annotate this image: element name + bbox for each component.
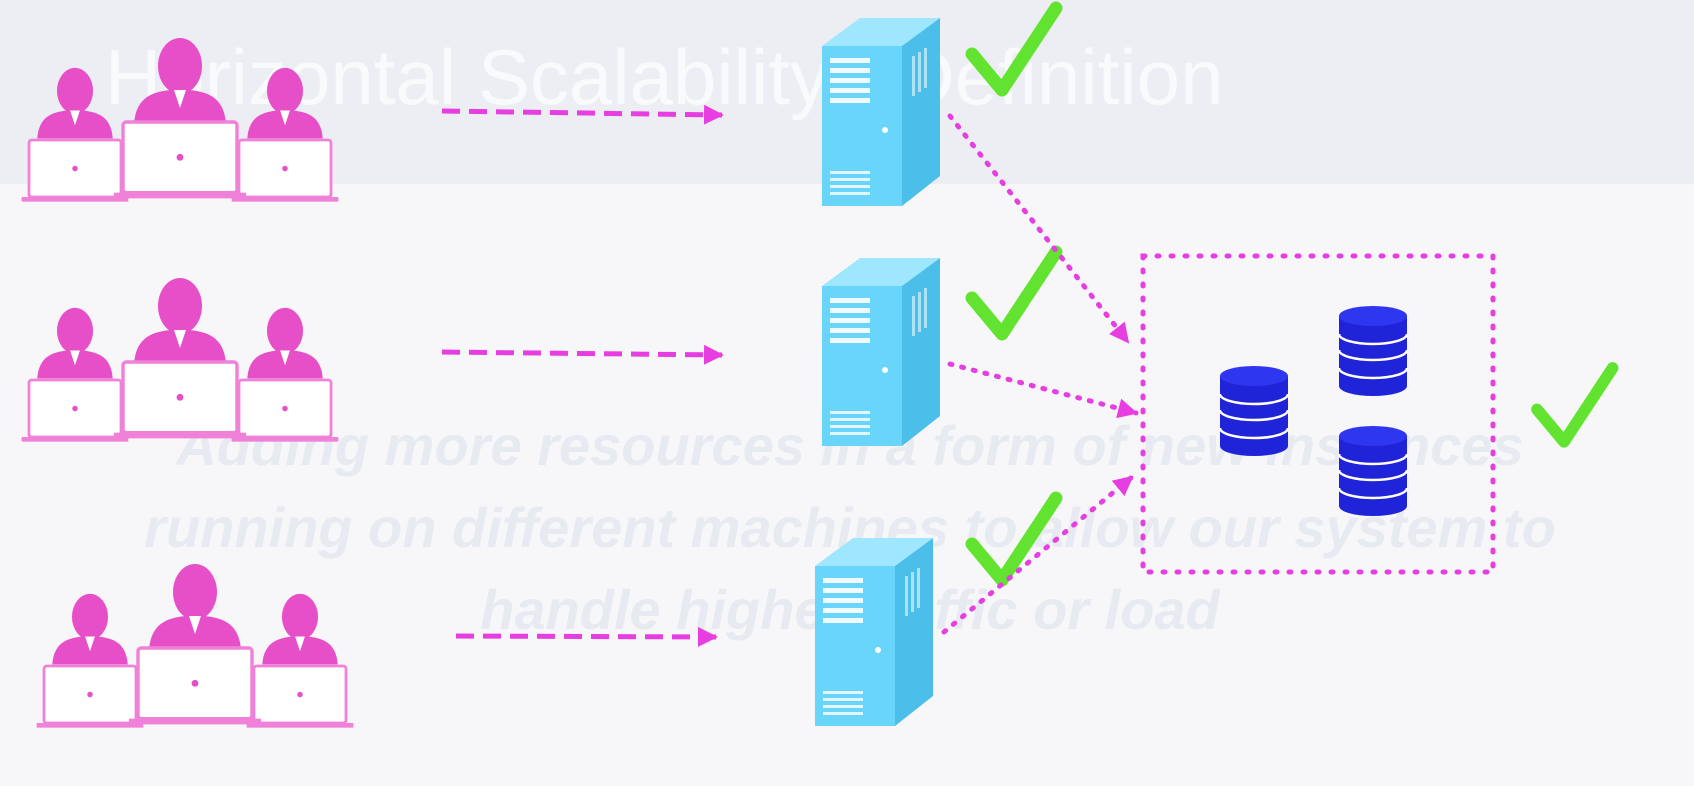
checkmark-icon [972, 498, 1056, 580]
database-icon [1218, 364, 1290, 458]
server-icon [822, 18, 940, 206]
server-icon [815, 538, 933, 726]
db-connection-arrow [947, 113, 1131, 345]
user-group-icon [22, 278, 339, 442]
database-cluster-frame [1140, 253, 1496, 575]
checkmark-icon [972, 8, 1056, 90]
checkmark-icon [972, 252, 1056, 334]
server-icon [822, 258, 940, 446]
checkmark-icon [1537, 368, 1613, 442]
db-connection-arrow [947, 361, 1139, 419]
db-connection-arrow [941, 474, 1135, 635]
database-icon [1337, 304, 1409, 398]
user-group-icon [37, 564, 354, 728]
request-arrow [455, 626, 718, 647]
request-arrow [441, 344, 724, 365]
database-icon [1337, 424, 1409, 518]
request-arrow [441, 104, 724, 125]
user-group-icon [22, 38, 339, 202]
